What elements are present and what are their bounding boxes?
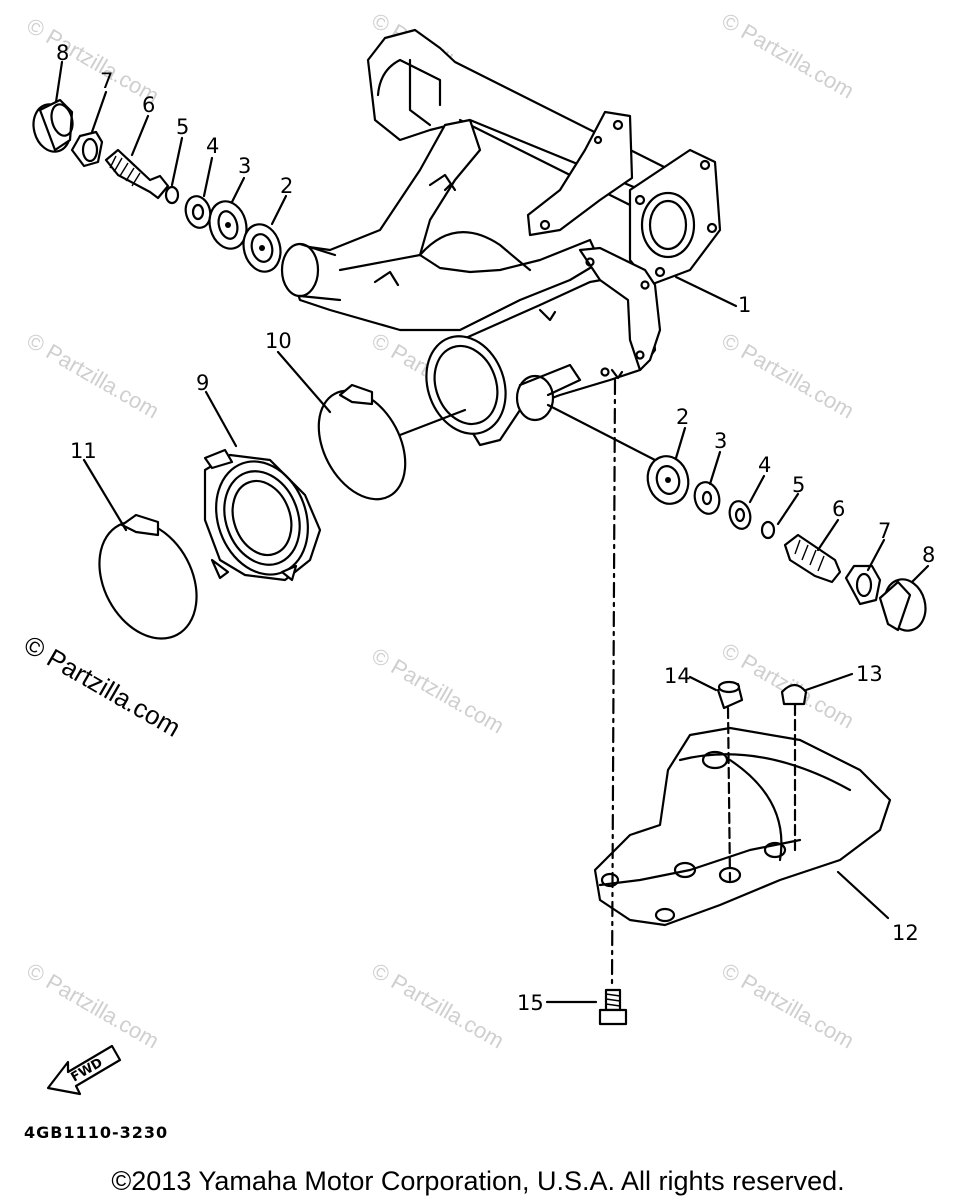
diagram-code: 4GB1110-3230 bbox=[24, 1123, 168, 1142]
watermark: © Partzilla.com bbox=[368, 958, 509, 1054]
callout-15: 15 bbox=[517, 991, 544, 1015]
bolt-15 bbox=[598, 988, 628, 1026]
callout-3-right: 3 bbox=[714, 429, 727, 453]
callout-11: 11 bbox=[70, 439, 97, 463]
callout-8: 8 bbox=[56, 41, 69, 65]
plugs bbox=[716, 680, 808, 710]
callout-12: 12 bbox=[892, 921, 919, 945]
callout-numbers: 8 7 6 5 4 3 2 1 10 9 11 2 3 4 5 6 7 8 14… bbox=[56, 41, 935, 1015]
clamp-10 bbox=[317, 383, 467, 501]
callout-7-right: 7 bbox=[878, 519, 891, 543]
swingarm bbox=[280, 28, 722, 447]
copyright-notice: ©2013 Yamaha Motor Corporation, U.S.A. A… bbox=[111, 1166, 844, 1196]
watermark-prominent: © Partzilla.com bbox=[19, 629, 186, 743]
callout-8-right: 8 bbox=[922, 543, 935, 567]
callout-10: 10 bbox=[265, 329, 292, 353]
callout-7: 7 bbox=[100, 69, 113, 93]
callout-2-right: 2 bbox=[676, 405, 689, 429]
watermark: © Partzilla.com bbox=[23, 328, 164, 424]
skid-plate-12 bbox=[593, 726, 892, 927]
callout-6-right: 6 bbox=[832, 497, 845, 521]
callout-5-right: 5 bbox=[792, 473, 805, 497]
callout-13: 13 bbox=[856, 662, 883, 686]
callout-6: 6 bbox=[142, 93, 155, 117]
callout-3: 3 bbox=[238, 154, 251, 178]
callout-5: 5 bbox=[176, 115, 189, 139]
leader-lines bbox=[54, 60, 930, 1004]
watermark: © Partzilla.com bbox=[718, 328, 859, 424]
callout-2: 2 bbox=[280, 174, 293, 198]
watermark: © Partzilla.com bbox=[718, 8, 859, 104]
right-bearing-stack bbox=[546, 403, 927, 632]
callout-14: 14 bbox=[664, 664, 691, 688]
clamp-11 bbox=[98, 513, 198, 640]
callout-9: 9 bbox=[196, 371, 209, 395]
callout-4: 4 bbox=[206, 134, 219, 158]
callout-4-right: 4 bbox=[758, 453, 771, 477]
left-bearing-stack bbox=[32, 98, 282, 273]
watermark: © Partzilla.com bbox=[718, 958, 859, 1054]
boot-9 bbox=[203, 448, 322, 582]
alignment-lines bbox=[610, 378, 797, 987]
callout-1: 1 bbox=[738, 293, 751, 317]
watermark: © Partzilla.com bbox=[368, 643, 509, 739]
fwd-arrow: FWD bbox=[46, 1044, 122, 1096]
watermark: © Partzilla.com bbox=[23, 958, 164, 1054]
